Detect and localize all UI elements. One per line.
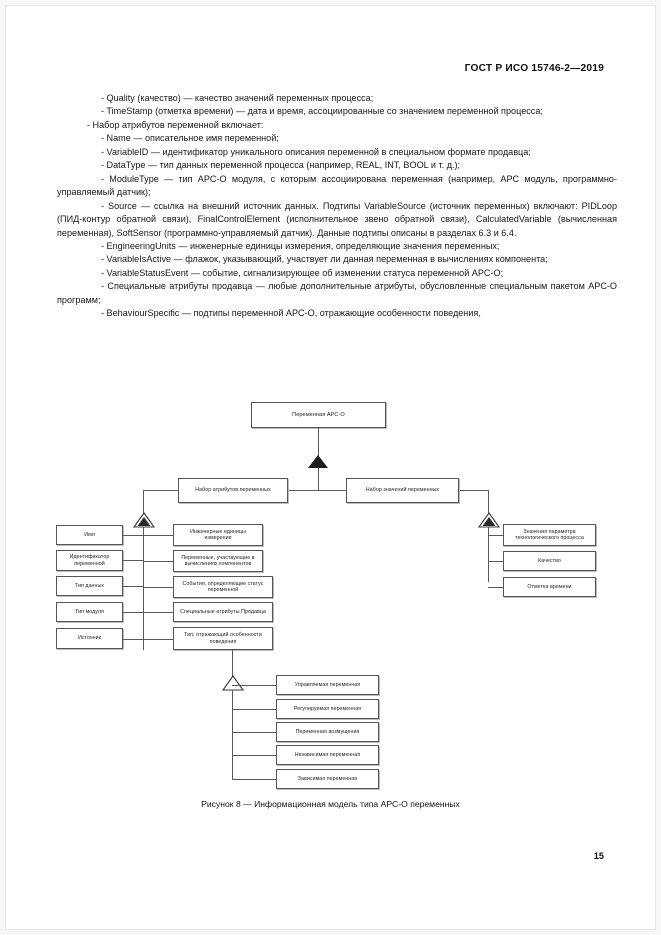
page-header: ГОСТ Р ИСО 15746-2—2019 (464, 63, 604, 74)
node-behaviour-independent: Независимая переменная (276, 745, 379, 765)
paragraph-behaviourspecific: - BehaviourSpecific — подтипы переменной… (101, 308, 481, 319)
connector-value-quality (488, 561, 503, 562)
connector-behaviour-spine (232, 690, 234, 779)
paragraph-vendor-attributes: - Специальные атрибуты продавца — любые … (57, 281, 617, 305)
connector-attr-module-type (123, 612, 144, 613)
connector-root-down (318, 428, 319, 458)
connector-attr-status-events (143, 587, 173, 588)
connector-attr-variable-id (123, 560, 144, 561)
node-behaviour-controlled: Управляемая переменная (276, 675, 379, 695)
generalization-marker-behaviour (221, 675, 245, 691)
connector-attr-data-type (123, 586, 144, 587)
connector-left-branch-down (143, 490, 144, 514)
connector-attr-vendor-special (143, 612, 173, 613)
node-attr-variable-id: Идентификатор переменной (56, 550, 123, 571)
paragraph-variableisactive: - VariableIsActive — флажок, указывающий… (101, 254, 548, 265)
node-attr-module-type: Тип модуля (56, 602, 123, 622)
node-attr-data-type: Тип данных (56, 576, 123, 596)
aggregation-marker-left (132, 512, 156, 528)
paragraph-attrset: - Набор атрибутов переменной включает: (87, 119, 264, 130)
connector-value-process-parameter (488, 535, 503, 536)
paragraph-timestamp: - TimeStamp (отметка времени) — дата и в… (101, 106, 543, 117)
node-value-timestamp: Отметка времени (503, 577, 596, 597)
node-attr-vendor-special: Специальные атрибуты Продавца (173, 602, 273, 622)
node-behaviour-dependent: Зависимая переменная (276, 769, 379, 789)
figure-8-diagram: Переменная APC-O Набор атрибутов перемен… (46, 398, 636, 798)
paragraph-variablestatusevent: - VariableStatusEvent — событие, сигнали… (101, 267, 504, 278)
node-behaviour-disturbance: Переменная возмущения (276, 722, 379, 742)
node-root-apco-variable: Переменная APC-O (251, 402, 386, 428)
paragraph-quality: - Quality (качество) — качество значений… (101, 93, 374, 103)
connector-attr-engineering-units (143, 535, 173, 536)
paragraph-datatype: - DataType — тип данных переменной проце… (101, 160, 461, 171)
paragraph-source: - Source — ссылка на внешний источник да… (57, 200, 617, 238)
page-sheet: ГОСТ Р ИСО 15746-2—2019 - Quality (качес… (6, 6, 655, 929)
node-behaviour-regulated: Регулируемая переменная (276, 699, 379, 719)
figure-caption: Рисунок 8 — Информационная модель типа A… (201, 799, 460, 809)
connector-attr-name (123, 535, 144, 536)
connector-right-spine (488, 527, 490, 582)
node-variable-attribute-set: Набор атрибутов переменных (178, 478, 288, 503)
node-value-process-parameter: Значения параметра технологического проц… (503, 524, 596, 546)
node-attr-engineering-units: Инженерные единицы измерения (173, 524, 263, 546)
node-variable-value-set: Набор значений переменных (346, 478, 459, 503)
connector-level2-bus (143, 490, 488, 491)
connector-behaviour-disturbance (232, 732, 276, 733)
paragraph-engineeringunits: - EngineeringUnits — инженерные единицы … (101, 240, 500, 251)
node-attr-name: Имя (56, 525, 123, 545)
connector-right-branch-down (488, 490, 489, 514)
connector-value-timestamp (488, 587, 503, 588)
body-text: - Quality (качество) — качество значений… (57, 92, 617, 321)
node-attr-status-events: События, определяющие статус переменной (173, 576, 273, 598)
connector-behaviour-controlled (232, 685, 276, 686)
connector-attr-source (123, 639, 144, 640)
connector-left-spine (143, 527, 145, 650)
node-value-quality: Качество (503, 551, 596, 571)
connector-attr-calculation-variables (143, 561, 173, 562)
connector-attr-behaviour-type (143, 639, 173, 640)
node-attr-behaviour-type: Тип, отражающий особенности поведения (173, 627, 273, 650)
connector-behaviour-independent (232, 755, 276, 756)
connector-behaviour-regulated (232, 709, 276, 710)
node-attr-calculation-variables: Переменные, участвующие в вычислениях ко… (173, 550, 263, 572)
paragraph-variableid: - VariableID — идентификатор уникального… (101, 146, 531, 157)
aggregation-marker-root (308, 455, 328, 468)
connector-root-to-bus (318, 468, 319, 490)
connector-behaviour-dependent (232, 779, 276, 780)
aggregation-marker-right (477, 512, 501, 528)
page-number: 15 (593, 851, 604, 861)
paragraph-moduletype: - ModuleType — тип APC-O модуля, с котор… (57, 173, 617, 198)
node-attr-source: Источник (56, 628, 123, 649)
paragraph-name: - Name — описательное имя переменной; (101, 133, 279, 144)
connector-behaviour-down (232, 650, 233, 677)
